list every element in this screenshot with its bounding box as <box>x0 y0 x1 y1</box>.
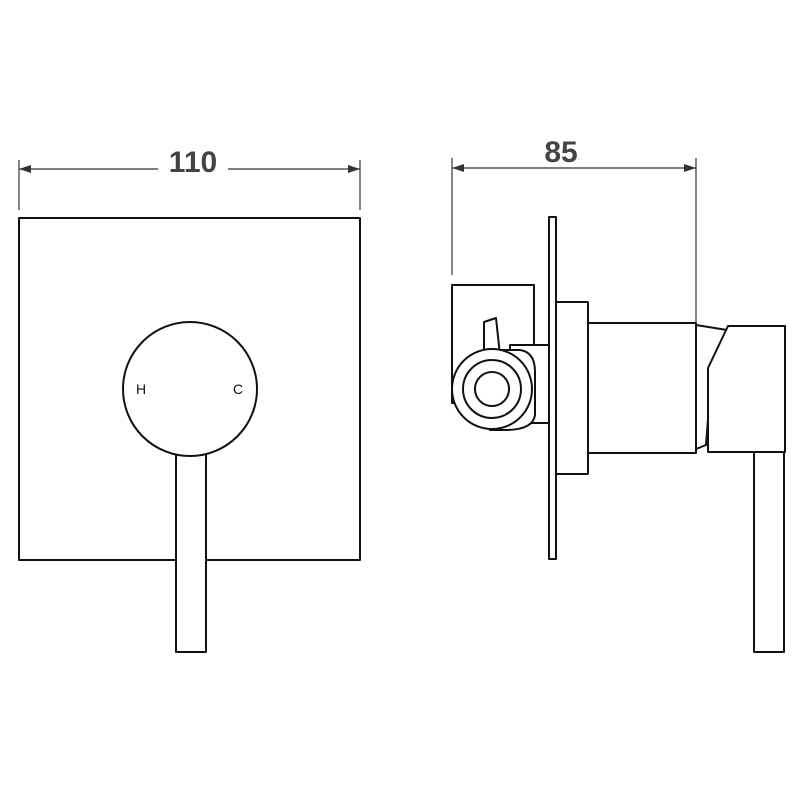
inlet-fitting-bore <box>474 371 510 407</box>
front-lever-handle <box>175 449 207 653</box>
front-control-dial <box>122 321 258 457</box>
side-lever-handle <box>753 451 785 653</box>
front-width-label: 110 <box>169 146 217 179</box>
side-depth-label: 85 <box>544 136 577 169</box>
hot-label: H <box>136 381 146 397</box>
front-dim-arrow-right <box>348 165 360 173</box>
wall-plate-profile <box>548 216 557 560</box>
front-dim-arrow-left <box>19 165 31 173</box>
front-view: 110 H C <box>18 146 361 653</box>
cold-label: C <box>233 381 243 397</box>
front-width-dimension: 110 <box>18 146 361 210</box>
side-depth-dimension: 85 <box>451 136 697 322</box>
side-handle-head <box>707 325 786 453</box>
mounting-flange <box>555 301 589 475</box>
side-dim-arrow-left <box>452 164 464 172</box>
side-dim-arrow-right <box>684 164 696 172</box>
side-view: 85 <box>451 136 786 653</box>
inlet-fitting <box>451 348 536 431</box>
mixer-body <box>587 322 697 454</box>
